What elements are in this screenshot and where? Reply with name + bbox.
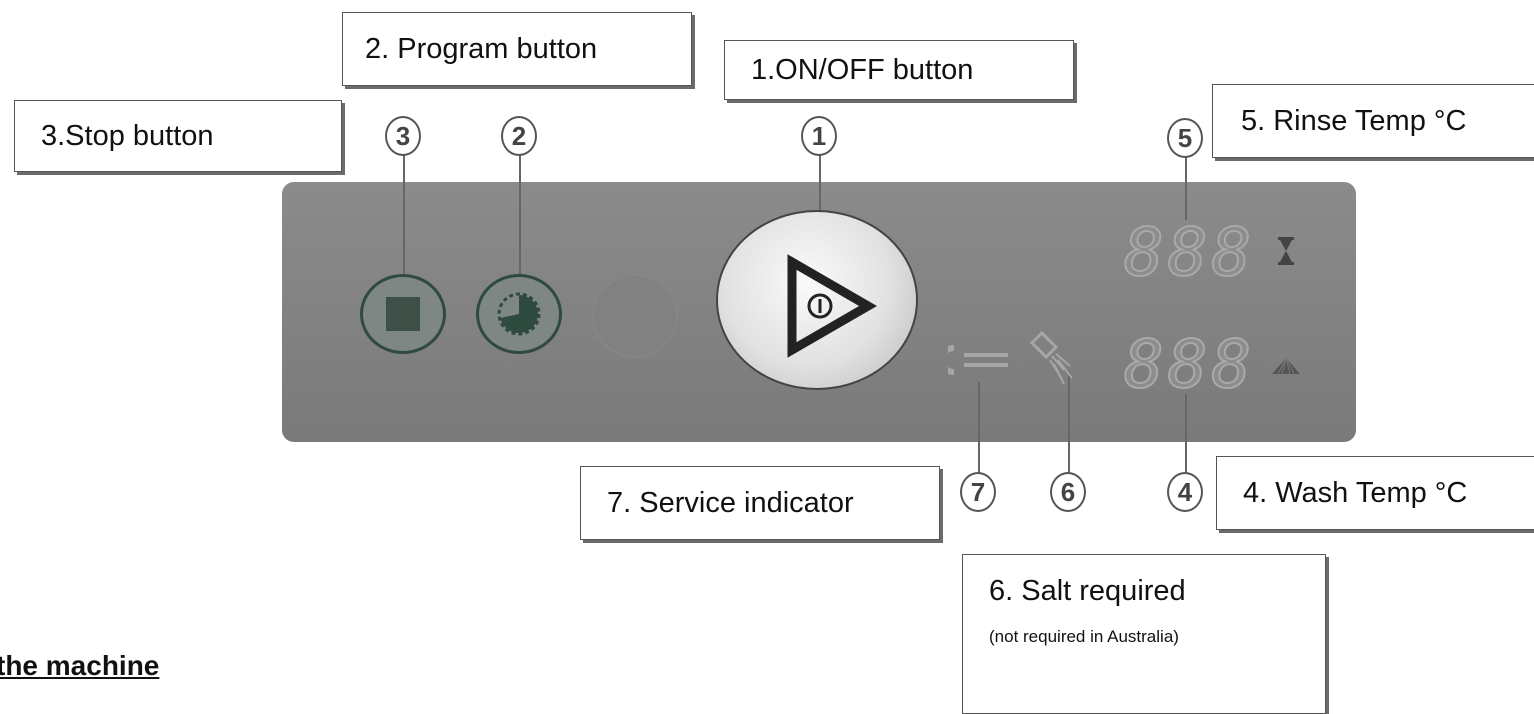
leader-line-3 xyxy=(403,152,405,282)
power-play-icon xyxy=(787,254,877,358)
badge-6: 6 xyxy=(1050,472,1086,512)
badge-1: 1 xyxy=(801,116,837,156)
rinse-temp-display: 888 xyxy=(1123,213,1256,292)
program-clock-icon xyxy=(497,292,541,336)
badge-3: 3 xyxy=(385,116,421,156)
callout-stop-button: 3.Stop button xyxy=(14,100,342,172)
wash-temp-display: 888 xyxy=(1123,325,1256,404)
callout-service-indicator: 7. Service indicator xyxy=(580,466,940,540)
spray-icon xyxy=(1272,357,1300,375)
leader-line-6 xyxy=(1068,372,1070,474)
leader-line-4 xyxy=(1185,394,1187,474)
stop-button[interactable] xyxy=(360,274,446,354)
callout-wash-label: 4. Wash Temp °C xyxy=(1243,476,1468,509)
wrench-icon xyxy=(948,345,1008,375)
badge-4: 4 xyxy=(1167,472,1203,512)
callout-salt-label: 6. Salt required xyxy=(989,575,1186,607)
callout-wash-temp: 4. Wash Temp °C xyxy=(1216,456,1534,530)
hourglass-icon xyxy=(1278,237,1294,265)
callout-salt-required: 6. Salt required (not required in Austra… xyxy=(962,554,1326,714)
badge-7: 7 xyxy=(960,472,996,512)
leader-line-5 xyxy=(1185,156,1187,220)
program-button[interactable] xyxy=(476,274,562,354)
callout-stop-label: 3.Stop button xyxy=(41,119,214,152)
callout-program-label: 2. Program button xyxy=(365,32,598,65)
badge-5: 5 xyxy=(1167,118,1203,158)
stop-square-icon xyxy=(386,297,420,331)
callout-rinse-label: 5. Rinse Temp °C xyxy=(1241,104,1467,137)
salt-shower-icon xyxy=(1030,330,1073,385)
callout-service-label: 7. Service indicator xyxy=(607,486,854,519)
leader-line-7 xyxy=(978,382,980,474)
callout-rinse-temp: 5. Rinse Temp °C xyxy=(1212,84,1534,158)
leader-line-2 xyxy=(519,152,521,292)
leader-line-1 xyxy=(819,152,821,210)
on-off-button[interactable] xyxy=(716,210,918,390)
callout-on-off-label: 1.ON/OFF button xyxy=(751,53,974,86)
callout-salt-note: (not required in Australia) xyxy=(989,627,1179,646)
callout-on-off-button: 1.ON/OFF button xyxy=(724,40,1074,100)
section-heading: the machine xyxy=(0,650,160,681)
callout-program-button: 2. Program button xyxy=(342,12,692,86)
badge-2: 2 xyxy=(501,116,537,156)
blank-button-slot xyxy=(592,274,678,358)
